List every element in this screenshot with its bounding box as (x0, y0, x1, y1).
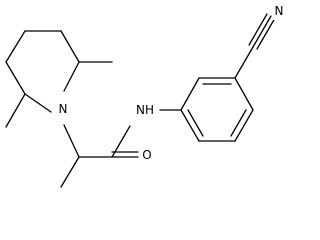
triple-bond-1 (252, 15, 272, 48)
ring-nitrogen-label: N (59, 102, 68, 116)
benzene-ring (180, 77, 254, 142)
nitrile-nitrogen-label: N (275, 4, 284, 18)
ring-to-nitrile-carbon-bond (234, 46, 254, 79)
nitrile-group (234, 13, 276, 79)
amide-nh-label: NH (136, 103, 154, 117)
aromatic-inner-bond (230, 109, 247, 137)
bond (60, 30, 80, 63)
alpha-methyl-bond (60, 156, 80, 188)
ring-methyl-groups (5, 61, 113, 128)
triple-bond-3 (248, 13, 268, 46)
n-to-alpha-carbon-bond (63, 124, 80, 158)
aromatic-inner-bond (187, 109, 204, 137)
bond (180, 109, 200, 142)
propanamide-chain (60, 109, 182, 188)
carbonyl-oxygen-label: O (142, 148, 151, 162)
bond (24, 93, 52, 113)
methyl-bond-lower (5, 93, 26, 128)
piperidine-ring (5, 30, 80, 113)
carbonyl-to-nh-bond (111, 125, 131, 158)
bond (5, 61, 26, 95)
bond (180, 77, 200, 111)
triple-bond-2 (256, 17, 276, 50)
bond (63, 61, 80, 92)
atom-labels: N NH O N (56, 4, 286, 164)
chemical-structure-diagram: N NH O N (5, 4, 286, 188)
bond (234, 109, 254, 142)
bond (234, 77, 254, 111)
bond (5, 30, 26, 63)
